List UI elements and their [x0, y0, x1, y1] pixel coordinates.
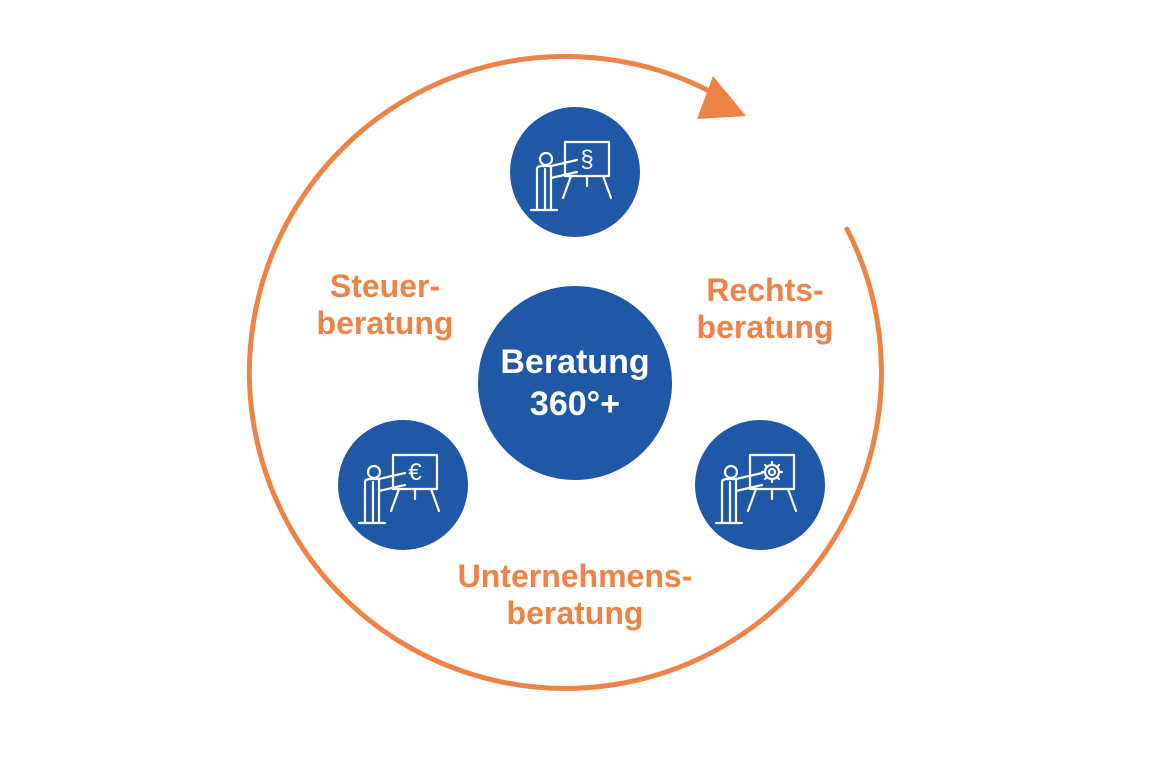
label-rechtsberatung: Rechts- beratung	[680, 272, 850, 346]
label-rechtsberatung-line1: Rechts-	[706, 272, 824, 308]
svg-text:€: €	[408, 459, 422, 486]
center-circle	[478, 286, 672, 480]
presenter-gear-icon	[695, 420, 825, 550]
cycle-arrow-head	[697, 76, 746, 119]
center-title: Beratung 360°+	[478, 286, 672, 480]
presenter-paragraph-icon: §	[510, 107, 640, 237]
center-title-line2: 360°+	[529, 385, 621, 423]
label-unternehmensberatung-line1: Unternehmens-	[457, 558, 693, 594]
label-rechtsberatung-line2: beratung	[696, 309, 834, 345]
label-unternehmensberatung: Unternehmens- beratung	[430, 558, 720, 632]
center-title-line1: Beratung	[500, 343, 650, 381]
label-steuerberatung-line1: Steuer-	[329, 268, 441, 304]
label-steuerberatung-line2: beratung	[316, 305, 454, 341]
svg-text:§: §	[580, 146, 593, 173]
presenter-euro-icon: €	[338, 420, 468, 550]
cycle-arc	[246, 53, 884, 691]
label-steuerberatung: Steuer- beratung	[300, 268, 470, 342]
label-unternehmensberatung-line2: beratung	[506, 595, 644, 631]
